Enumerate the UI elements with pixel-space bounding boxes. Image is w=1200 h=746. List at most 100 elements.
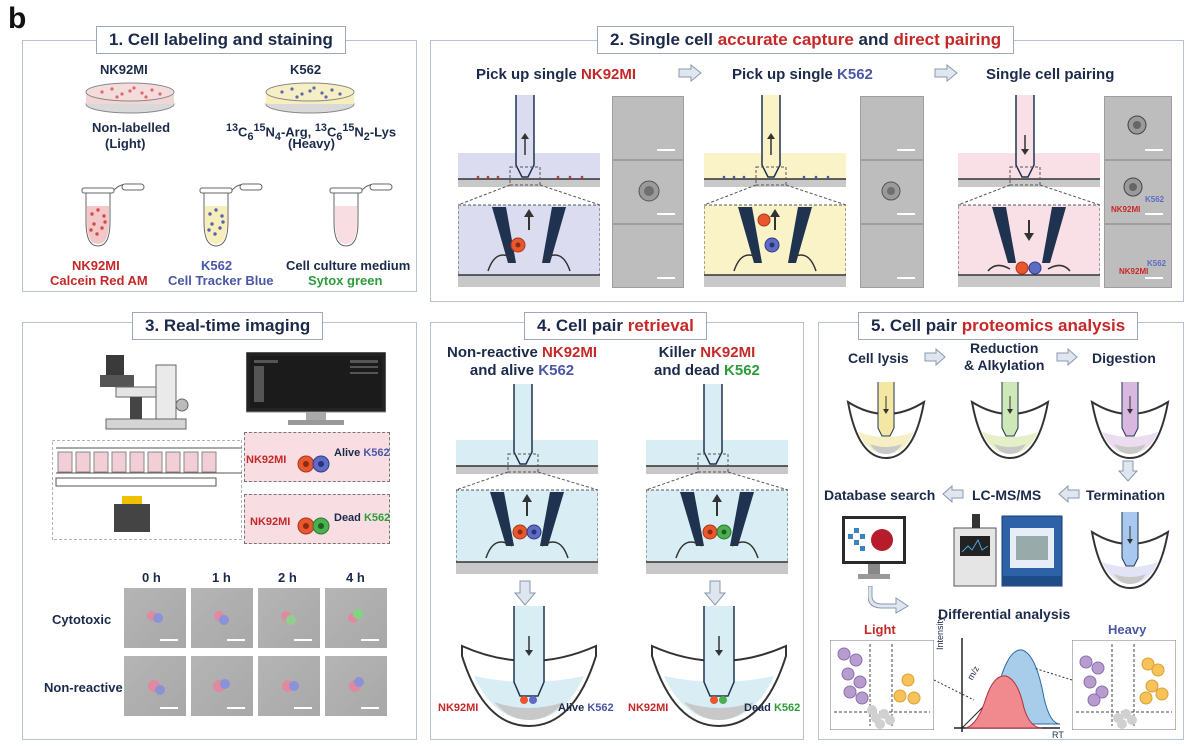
termination-tube-icon (1090, 512, 1170, 590)
alive-pair-cells (297, 455, 330, 473)
chamber-alive-box (244, 432, 390, 482)
step-arrow-icon (934, 64, 958, 82)
timelapse-cytotoxic-4h (325, 588, 387, 648)
step-reduction: Reduction& Alkylation (964, 340, 1045, 373)
capture-schematic-nk92mi (458, 95, 600, 287)
retrieval-schematic-alive (456, 384, 598, 574)
timelapse-cytotoxic-0h (124, 588, 186, 648)
step-arrow-icon (678, 64, 702, 82)
micrograph-pickup-k562-3 (860, 224, 924, 288)
micrograph-pickup-nk-3 (612, 224, 684, 288)
step1-heading: Pick up single NK92MI (476, 66, 637, 83)
timelapse-nonreactive-0h (124, 656, 186, 716)
tube2-stain: Cell Tracker Blue (168, 273, 274, 288)
tube3-stain: Sytox green (308, 273, 383, 288)
digestion-tube-icon (1090, 382, 1170, 460)
computer-monitor-icon (842, 516, 906, 579)
tube-k562 (199, 183, 263, 247)
step-differential-analysis: Differential analysis (938, 606, 1071, 622)
micrograph-pickup-nk-1 (612, 96, 684, 160)
time-2h: 2 h (278, 570, 297, 585)
micrograph-pickup-nk-2 (612, 160, 684, 224)
curved-arrow-icon (868, 586, 909, 614)
retrieval-right-nk-label: NK92MI (628, 702, 669, 714)
step2-heading: Pick up single K562 (732, 66, 873, 83)
time-1h: 1 h (212, 570, 231, 585)
microscope-icon (100, 355, 189, 430)
flow-arrow-icon (924, 348, 946, 366)
dish-left-desc-2: (Light) (105, 136, 146, 151)
tube3-name: Cell culture medium (286, 258, 411, 273)
retrieval-right-k-label: Dead K562 (744, 702, 801, 714)
time-4h: 4 h (346, 570, 365, 585)
micrograph-pairing-2: K562 NK92MI (1104, 160, 1172, 224)
step-digestion: Digestion (1092, 350, 1156, 366)
retrieval-left-nk-label: NK92MI (438, 702, 479, 714)
step-cell-lysis: Cell lysis (848, 350, 909, 366)
step-database-search: Database search (824, 487, 936, 503)
tube2-name: K562 (201, 258, 233, 273)
box2-nk-label: NK92MI (250, 516, 291, 528)
collection-tube-dead (651, 606, 787, 728)
micro-label-k562: K562 (1147, 259, 1167, 268)
pairing-schematic (958, 95, 1100, 287)
axis-rt-label: RT (1052, 730, 1064, 740)
dish-left-desc-1: Non-labelled (92, 120, 171, 135)
panel-5-title: 5. Cell pair proteomics analysis (858, 312, 1139, 340)
tube1-name: NK92MI (72, 258, 120, 273)
volcano-plot-light (830, 640, 934, 730)
petri-dish-nk92mi (85, 82, 175, 114)
micro-label-k562: K562 (1145, 195, 1165, 204)
dish-left-name: NK92MI (100, 62, 148, 77)
figure-letter: b (8, 2, 27, 35)
panel-cell-labeling (22, 40, 417, 292)
flow-arrow-left-icon (942, 485, 964, 503)
tube1-stain: Calcein Red AM (50, 273, 148, 288)
imaging-monitor (246, 352, 386, 425)
down-arrow-icon (514, 580, 536, 606)
timelapse-nonreactive-1h (191, 656, 253, 716)
row-non-reactive: Non-reactive (44, 680, 123, 695)
retrieval-schematic-dead (646, 384, 788, 574)
dish-right-desc-2: (Heavy) (288, 136, 335, 151)
down-arrow-icon (704, 580, 726, 606)
down-arrow-icon (1118, 460, 1138, 482)
petri-dish-k562 (265, 82, 355, 114)
panel-2-title: 2. Single cell accurate capture and dire… (597, 26, 1015, 54)
micrograph-pairing-3: K562 NK92MI (1104, 224, 1172, 288)
timelapse-nonreactive-2h (258, 656, 320, 716)
retrieval-left-k-label: Alive K562 (558, 702, 614, 714)
flow-arrow-icon (1056, 348, 1078, 366)
step3-heading: Single cell pairing (986, 66, 1115, 83)
capture-schematic-k562 (704, 95, 846, 287)
peak-intensity-plot (954, 638, 1061, 732)
reduction-tube-icon (970, 382, 1050, 460)
connector-lines (934, 667, 1073, 701)
micrograph-pickup-k562-1 (860, 96, 924, 160)
dish-right-isotope-formula: 13C615N4-Arg, 13C615N2-Lys (226, 122, 397, 143)
micro-label-nk: NK92MI (1111, 205, 1141, 214)
micrograph-pairing-1 (1104, 96, 1172, 160)
panel-3-title: 3. Real-time imaging (132, 312, 324, 340)
lcms-instrument-icon (953, 514, 1063, 587)
flow-arrow-left-icon (1058, 485, 1080, 503)
tube-nk92mi (81, 183, 145, 247)
panel-1-title: 1. Cell labeling and staining (96, 26, 346, 54)
lysis-tube-icon (846, 382, 926, 460)
box1-state-label: Alive K562 (334, 447, 390, 459)
volcano-plot-heavy (1072, 640, 1176, 730)
axis-intensity-label: Intensity (935, 616, 945, 650)
panel-4-title: 4. Cell pair retrieval (524, 312, 707, 340)
step-termination: Termination (1086, 487, 1166, 503)
microchamber-stage (52, 440, 242, 540)
row-cytotoxic: Cytotoxic (52, 612, 112, 627)
timelapse-cytotoxic-2h (258, 588, 320, 648)
tube-medium (329, 183, 393, 247)
box2-state-label: Dead K562 (334, 512, 391, 524)
collection-tube-alive (461, 606, 597, 728)
time-0h: 0 h (142, 570, 161, 585)
timelapse-nonreactive-4h (325, 656, 387, 716)
timelapse-cytotoxic-1h (191, 588, 253, 648)
